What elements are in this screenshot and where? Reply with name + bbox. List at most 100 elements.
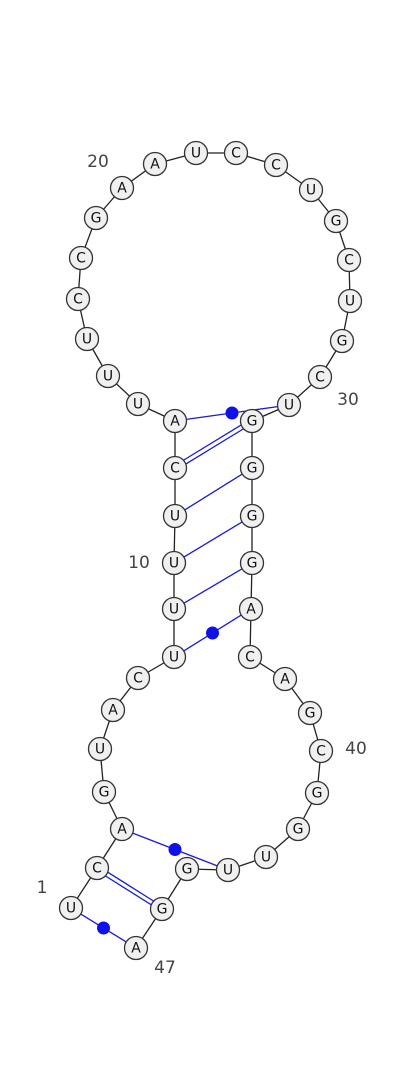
- nucleotide-letter: U: [284, 398, 294, 414]
- position-index-label: 40: [345, 739, 367, 759]
- nucleotide: G: [329, 328, 355, 354]
- nucleotide: A: [123, 935, 149, 961]
- nucleotide-circle: [239, 455, 265, 481]
- nucleotide-circle: [174, 856, 200, 882]
- nucleotide-circle: [123, 935, 149, 961]
- nucleotide-circle: [337, 288, 363, 314]
- position-index-label: 30: [337, 390, 359, 410]
- nucleotide-letter: U: [82, 332, 92, 348]
- gu-pair-dot: [206, 626, 219, 640]
- nucleotide-letter: A: [170, 414, 180, 430]
- nucleotide-letter: U: [306, 183, 316, 199]
- nucleotide-circle: [87, 736, 113, 762]
- nucleotide: A: [238, 596, 264, 622]
- nucleotide: C: [125, 665, 151, 691]
- nucleotide-letter: U: [345, 294, 355, 310]
- nucleotide-circle: [74, 326, 100, 352]
- nucleotide-circle: [83, 205, 109, 231]
- nucleotide-letter: G: [91, 211, 102, 227]
- nucleotide-letter: U: [169, 650, 179, 666]
- nucleotide-letter: C: [344, 253, 354, 269]
- nucleotide-letter: C: [316, 744, 326, 760]
- nucleotide-letter: G: [247, 461, 258, 477]
- nucleotide-letter: U: [223, 863, 233, 879]
- nucleotide-letter: C: [76, 251, 86, 267]
- nucleotide-circle: [239, 550, 265, 576]
- nucleotide-circle: [161, 596, 187, 622]
- nucleotide-circle: [162, 503, 188, 529]
- nucleotide: G: [304, 780, 330, 806]
- position-index-label: 47: [154, 958, 176, 978]
- nucleotide: U: [298, 177, 324, 203]
- nucleotide-letter: G: [247, 556, 258, 572]
- nucleotide-letter: G: [182, 862, 193, 878]
- nucleotide-circle: [215, 857, 241, 883]
- nucleotide-circle: [272, 666, 298, 692]
- gu-pair-dot: [97, 921, 110, 935]
- nucleotide-circle: [285, 816, 311, 842]
- nucleotide: G: [285, 816, 311, 842]
- nucleotide: G: [239, 550, 265, 576]
- nucleotide-letter: G: [305, 706, 316, 722]
- nucleotide: C: [308, 738, 334, 764]
- nucleotide: G: [239, 408, 265, 434]
- nucleotide-letter: C: [231, 146, 241, 162]
- nucleotide: A: [272, 666, 298, 692]
- nucleotide-letter: A: [246, 602, 256, 618]
- nucleotide-circle: [308, 738, 334, 764]
- nucleotide-letter: G: [157, 902, 168, 918]
- nucleotide-letter: C: [170, 461, 180, 477]
- nucleotide: A: [109, 175, 135, 201]
- nucleotide-letter: U: [169, 556, 179, 572]
- nucleotide: U: [95, 363, 121, 389]
- nucleotide-letter: U: [103, 369, 113, 385]
- nucleotide-letter: U: [169, 602, 179, 618]
- nucleotide: U: [215, 857, 241, 883]
- nucleotide-letter: G: [337, 334, 348, 350]
- nucleotide-letter: U: [66, 901, 76, 917]
- nucleotide-circle: [125, 665, 151, 691]
- nucleotide-letter: G: [247, 509, 258, 525]
- nucleotide-circle: [125, 391, 151, 417]
- nucleotide-letter: U: [170, 509, 180, 525]
- nucleotide-letter: C: [92, 861, 102, 877]
- nucleotide-circle: [91, 779, 117, 805]
- nucleotide: C: [223, 140, 249, 166]
- nucleotide-circle: [109, 175, 135, 201]
- position-index-label: 10: [128, 553, 150, 573]
- nucleotide-circle: [149, 896, 175, 922]
- nucleotide: G: [149, 896, 175, 922]
- nucleotide: U: [125, 391, 151, 417]
- nucleotide: U: [183, 140, 209, 166]
- nucleotide: G: [91, 779, 117, 805]
- gu-pair-dot: [225, 406, 239, 420]
- nucleotide: C: [65, 286, 91, 312]
- nucleotide-letter: A: [117, 181, 127, 197]
- nucleotide: U: [253, 844, 279, 870]
- nucleotide: A: [142, 151, 168, 177]
- nucleotide-letter: G: [247, 414, 258, 430]
- nucleotide: C: [68, 245, 94, 271]
- nucleotide-letter: A: [131, 941, 141, 957]
- nucleotide: U: [162, 503, 188, 529]
- nucleotide-circle: [161, 550, 187, 576]
- nucleotide-circle: [329, 328, 355, 354]
- nucleotide-circle: [183, 140, 209, 166]
- nucleotide: C: [162, 455, 188, 481]
- basepair-line: [185, 428, 244, 465]
- basepair-line: [183, 568, 243, 604]
- basepair-line: [184, 473, 243, 511]
- nucleotide-circle: [84, 855, 110, 881]
- nucleotide-letter: G: [99, 785, 110, 801]
- nucleotide-circle: [297, 700, 323, 726]
- nucleotide-circle: [142, 151, 168, 177]
- nucleotide-circle: [100, 697, 126, 723]
- nucleotide-circle: [276, 392, 302, 418]
- nucleotide-circle: [336, 247, 362, 273]
- nucleotide: C: [263, 152, 289, 178]
- basepair-line: [183, 521, 243, 558]
- nucleotide-circle: [109, 816, 135, 842]
- nucleotide-letter: C: [245, 650, 255, 666]
